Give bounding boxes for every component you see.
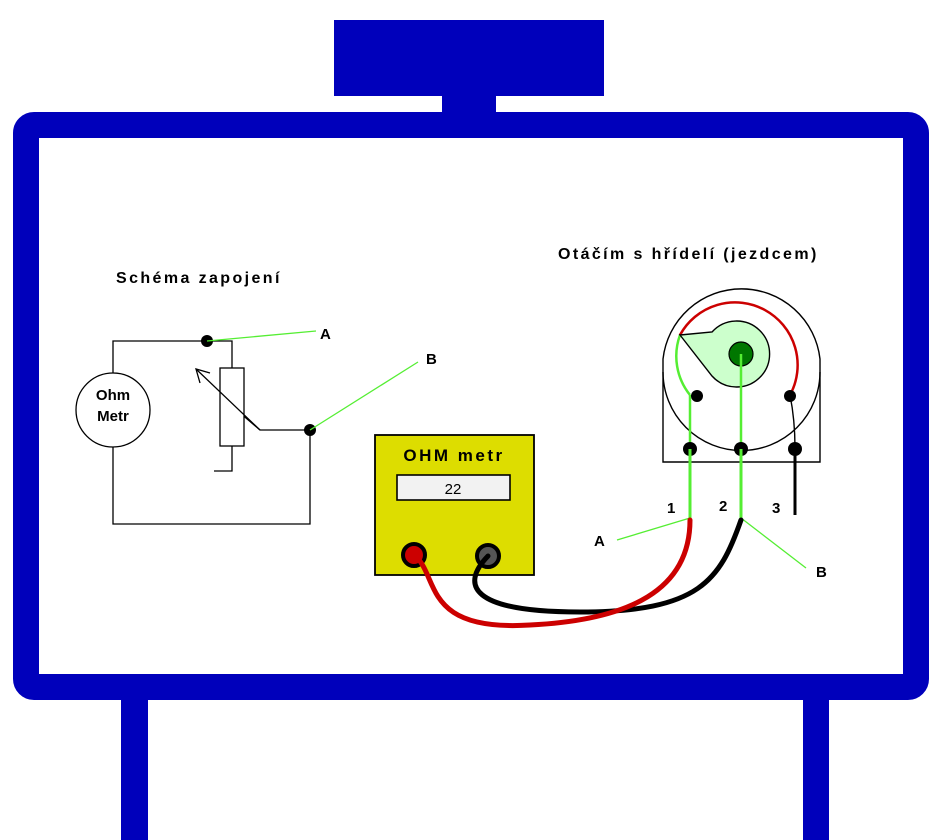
- schematic-resistor: [219, 367, 245, 447]
- board-frame: [13, 20, 929, 840]
- potentiometer-pin-1-label: 1: [667, 500, 675, 517]
- potentiometer-wiper[interactable]: [678, 320, 771, 388]
- schematic-ohmmeter-label-2: Metr: [97, 408, 129, 425]
- potentiometer-label-a: A: [594, 533, 605, 550]
- schematic-wiper-arrow: [195, 368, 261, 431]
- schematic-ohmmeter-label-1: Ohm: [96, 387, 130, 404]
- potentiometer: Otáčím s hřídelí (jezdcem) 1 2 3 A B: [558, 246, 827, 581]
- potentiometer-rivet-right: [784, 390, 796, 402]
- schematic: Schéma zapojení Ohm Metr A B: [75, 270, 437, 525]
- test-leads: [411, 517, 744, 629]
- potentiometer-label-b: B: [816, 564, 827, 581]
- black-test-lead: [472, 517, 744, 615]
- left-leg: [121, 690, 148, 840]
- potentiometer-callout-a: [616, 517, 691, 541]
- potentiometer-red-track: [678, 301, 799, 396]
- red-test-lead: [411, 517, 693, 629]
- schematic-callout-b: [309, 361, 419, 431]
- schematic-callout-a: [206, 330, 317, 342]
- board-border: [13, 112, 929, 700]
- schematic-label-a: A: [320, 326, 331, 343]
- potentiometer-title: Otáčím s hřídelí (jezdcem): [558, 246, 819, 263]
- schematic-title: Schéma zapojení: [116, 270, 282, 287]
- sign-post: [442, 94, 496, 116]
- potentiometer-pin-2-label: 2: [719, 498, 727, 515]
- potentiometer-rivet-left: [691, 390, 703, 402]
- schematic-label-b: B: [426, 351, 437, 368]
- potentiometer-pin-3-label: 3: [772, 500, 780, 517]
- potentiometer-green-track: [675, 334, 691, 396]
- top-sign-plate: [334, 20, 604, 96]
- potentiometer-callout-b: [740, 517, 807, 569]
- schematic-ohmmeter-symbol: [75, 372, 151, 448]
- right-leg: [803, 690, 829, 840]
- ohmmeter-display: [396, 474, 511, 501]
- ohmmeter-display-value: 22: [445, 481, 462, 498]
- ohmmeter-device: OHM metr 22: [374, 434, 535, 576]
- ohmmeter-title: OHM metr: [403, 446, 504, 465]
